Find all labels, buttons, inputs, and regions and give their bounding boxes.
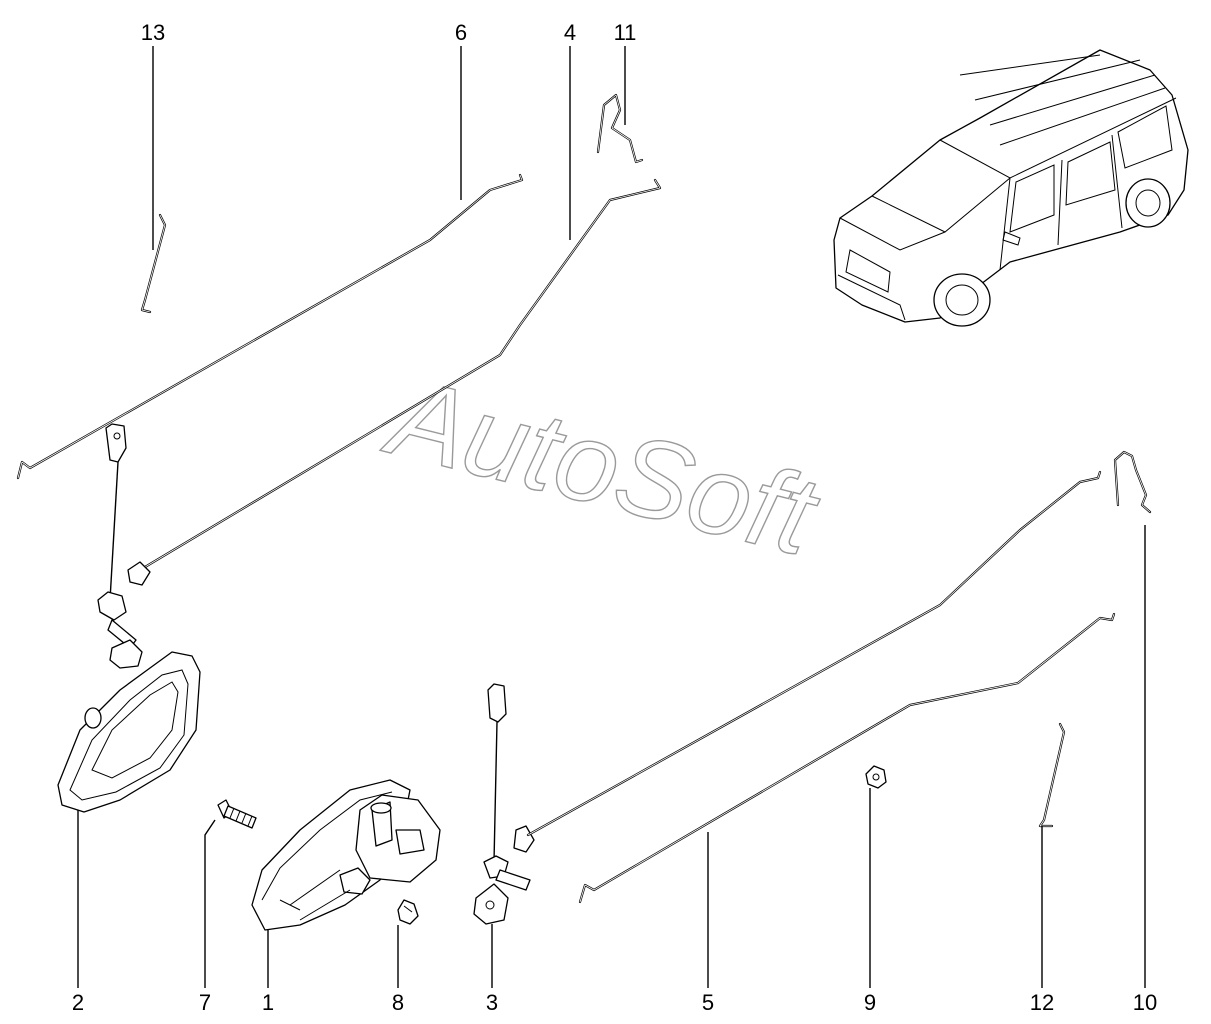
clip-9 xyxy=(865,765,887,789)
clip-8 xyxy=(397,899,419,925)
watermark: AutoSoft xyxy=(374,352,831,580)
callout-2: 2 xyxy=(72,990,84,1015)
rod-6 xyxy=(16,173,524,480)
callout-13: 13 xyxy=(141,20,165,45)
callout-10: 10 xyxy=(1133,990,1157,1015)
screw-7 xyxy=(217,799,257,829)
rod-4 xyxy=(138,178,662,572)
leader-lines xyxy=(77,46,1146,988)
callout-11: 11 xyxy=(614,20,637,45)
leader-7 xyxy=(204,819,216,988)
callout-3: 3 xyxy=(486,990,498,1015)
rod-12 xyxy=(1038,722,1066,828)
callout-1: 1 xyxy=(262,990,274,1015)
callout-4: 4 xyxy=(564,20,576,45)
car-illustration xyxy=(833,49,1189,327)
rod-10 xyxy=(1113,450,1152,514)
callout-8: 8 xyxy=(392,990,404,1015)
handle-bezel-2 xyxy=(57,651,201,813)
rod-13 xyxy=(140,213,167,314)
callout-5: 5 xyxy=(702,990,714,1015)
rod-5 xyxy=(578,612,1116,904)
callout-9: 9 xyxy=(864,990,876,1015)
callout-7: 7 xyxy=(199,990,211,1015)
rod-11 xyxy=(596,93,644,164)
handle-housing-1 xyxy=(251,779,441,931)
callout-6: 6 xyxy=(455,20,467,45)
front-lever-assembly xyxy=(97,423,151,669)
callout-12: 12 xyxy=(1030,990,1054,1015)
rod-upper-right xyxy=(526,470,1102,837)
callout-labels: 13 6 4 11 2 7 1 8 3 5 9 12 10 xyxy=(72,20,1157,1015)
rear-lever-assembly-3 xyxy=(473,683,535,925)
